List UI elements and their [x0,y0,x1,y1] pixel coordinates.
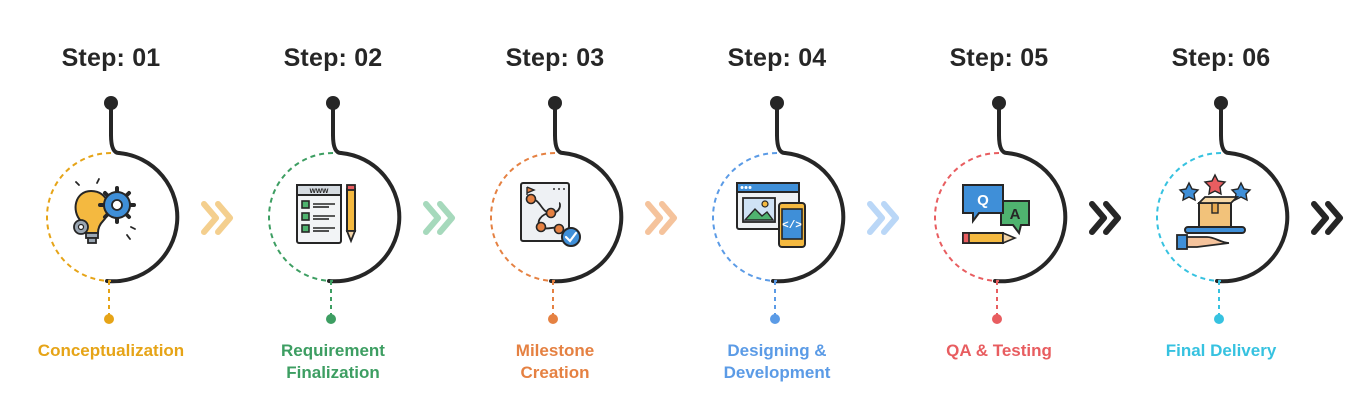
step-ring-dashed [712,152,778,282]
step-label: Designing & Development [656,340,898,384]
step-ring-solid [549,151,624,284]
svg-text:Q: Q [977,192,989,209]
step-title: Step: 04 [727,44,827,72]
step-ring-solid [1215,151,1290,284]
step-graphic: A Q [934,96,1068,324]
step-dot [548,314,558,324]
step-graphic [490,96,624,324]
step-label-line: QA & Testing [946,341,1052,360]
connector-knob [326,96,340,110]
roadmap-document-icon [520,182,581,247]
step-ring-solid [993,151,1068,284]
step-ring-dashed [268,152,334,282]
package-delivery-icon [1176,173,1252,250]
double-chevron-right-icon [201,201,233,235]
step-label-line: Conceptualization [37,341,185,360]
web-mobile-code-icon: </> [736,182,806,248]
step-4: Step: 04 </> Designing & Development [666,0,888,418]
connector-knob [104,96,118,110]
step-dot [1214,314,1224,324]
step-ring-solid [105,151,180,284]
svg-text:www: www [309,186,329,195]
step-5: Step: 05 A Q QA & Testing [888,0,1110,418]
step-label: Conceptualization [0,340,232,362]
connector-hook [1219,133,1231,155]
step-label-line: Designing & [727,341,827,360]
step-title: Step: 06 [1171,44,1271,72]
step-label-line: Development [723,363,831,382]
step-dot [104,314,114,324]
connector-hook [331,133,343,155]
connector-hook [775,133,787,155]
step-label: QA & Testing [878,340,1120,362]
connector-knob [548,96,562,110]
step-title: Step: 05 [949,44,1049,72]
step-ring-dashed [490,152,556,282]
step-graphic: www [268,96,402,324]
step-ring-solid [327,151,402,284]
step-ring-dashed [1156,152,1222,282]
step-label: Final Delivery [1100,340,1342,362]
step-title: Step: 01 [61,44,161,72]
step-title: Step: 02 [283,44,383,72]
connector-knob [992,96,1006,110]
connector-knob [1214,96,1228,110]
step-graphic: </> [712,96,846,324]
qa-chat-icon: A Q [962,184,1030,245]
step-6: Step: 06 Final Delivery [1110,0,1332,418]
double-chevron-right-icon [1089,201,1121,235]
lightbulb-gears-icon [73,178,136,244]
step-title: Step: 03 [505,44,605,72]
checklist-document-icon: www [296,184,357,244]
double-chevron-right-icon [1311,201,1343,235]
step-dot [770,314,780,324]
step-ring-dashed [46,152,112,282]
svg-text:</>: </> [782,220,802,232]
double-chevron-right-icon [423,201,455,235]
step-graphic [1156,96,1290,324]
connector-knob [770,96,784,110]
step-label-line: Finalization [286,363,380,382]
step-dot [992,314,1002,324]
step-label-line: Requirement [281,341,385,360]
step-label-line: Final Delivery [1165,341,1277,360]
step-dot [326,314,336,324]
connector-hook [997,133,1009,155]
step-label-line: Creation [520,363,590,382]
connector-hook [553,133,565,155]
step-graphic [46,96,180,324]
double-chevron-right-icon [867,201,899,235]
double-chevron-right-icon [645,201,677,235]
step-ring-solid [771,151,846,284]
svg-text:A: A [1010,206,1021,223]
step-1: Step: 01 Conceptualization [0,0,222,418]
connector-hook [109,133,121,155]
step-label-line: Milestone [515,341,595,360]
step-ring-dashed [934,152,1000,282]
